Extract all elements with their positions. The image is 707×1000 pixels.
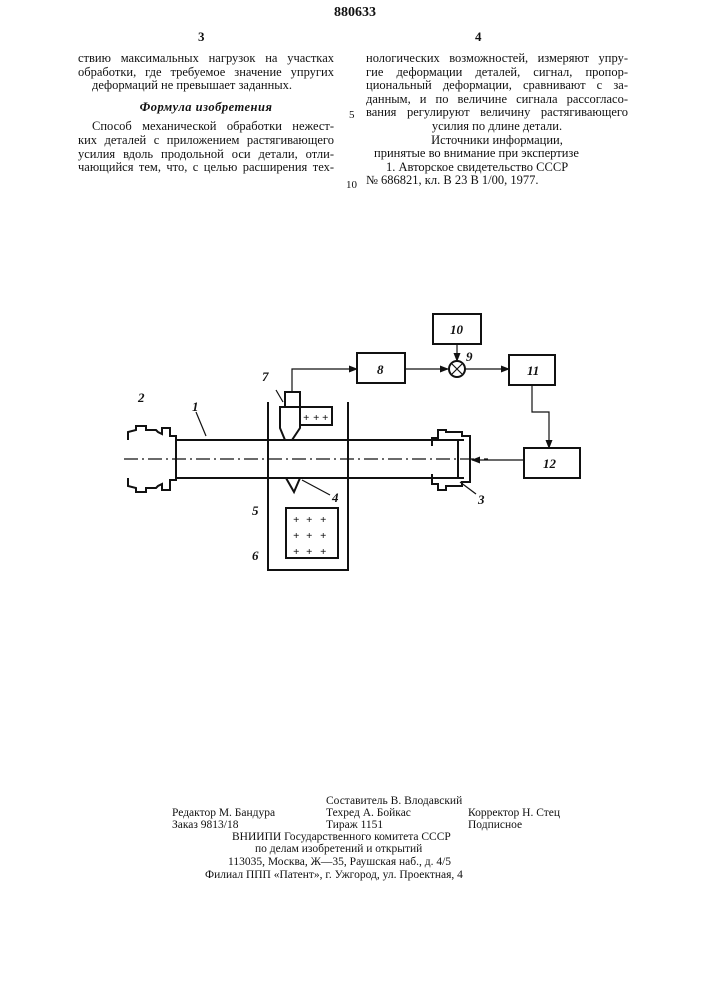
label-9: 9 bbox=[466, 349, 473, 364]
label-6: 6 bbox=[252, 548, 259, 563]
footer-circulation: Тираж 1151 bbox=[326, 819, 383, 831]
footer-org-1: ВНИИПИ Государственного комитета СССР bbox=[232, 831, 451, 843]
footer-editor: Редактор М. Бандура bbox=[172, 807, 275, 819]
svg-text:+: + bbox=[303, 412, 309, 424]
cutter-tool bbox=[286, 478, 300, 492]
svg-text:+: + bbox=[320, 514, 326, 526]
label-10: 10 bbox=[450, 322, 464, 337]
label-3: 3 bbox=[477, 492, 485, 507]
footer-branch: Филиал ППП «Патент», г. Ужгород, ул. Про… bbox=[205, 869, 463, 881]
label-12: 12 bbox=[543, 456, 557, 471]
footer-order: Заказ 9813/18 bbox=[172, 819, 239, 831]
footer-subscription: Подписное bbox=[468, 819, 522, 831]
svg-text:+: + bbox=[293, 546, 299, 558]
footer-org-2: по делам изобретений и открытий bbox=[255, 843, 422, 855]
label-2: 2 bbox=[137, 390, 145, 405]
svg-text:+: + bbox=[293, 530, 299, 542]
svg-text:+: + bbox=[306, 514, 312, 526]
footer-techred: Техред А. Бойкас bbox=[326, 807, 411, 819]
footer-corrector: Корректор Н. Стец bbox=[468, 807, 560, 819]
svg-text:+: + bbox=[306, 530, 312, 542]
label-8: 8 bbox=[377, 362, 384, 377]
label-5: 5 bbox=[252, 503, 259, 518]
svg-text:+: + bbox=[313, 412, 319, 424]
svg-text:+: + bbox=[320, 530, 326, 542]
label-7: 7 bbox=[262, 369, 269, 384]
sensor-body bbox=[280, 407, 300, 440]
footer-compiler: Составитель В. Влодавский bbox=[326, 795, 462, 807]
label-4: 4 bbox=[331, 490, 339, 505]
svg-text:+: + bbox=[320, 546, 326, 558]
svg-text:+: + bbox=[306, 546, 312, 558]
footer-address: 113035, Москва, Ж—35, Раушская наб., д. … bbox=[228, 856, 451, 868]
label-11: 11 bbox=[527, 363, 539, 378]
label-1: 1 bbox=[192, 399, 199, 414]
sensor-head bbox=[285, 392, 300, 407]
svg-text:+: + bbox=[322, 412, 328, 424]
svg-text:+: + bbox=[293, 514, 299, 526]
